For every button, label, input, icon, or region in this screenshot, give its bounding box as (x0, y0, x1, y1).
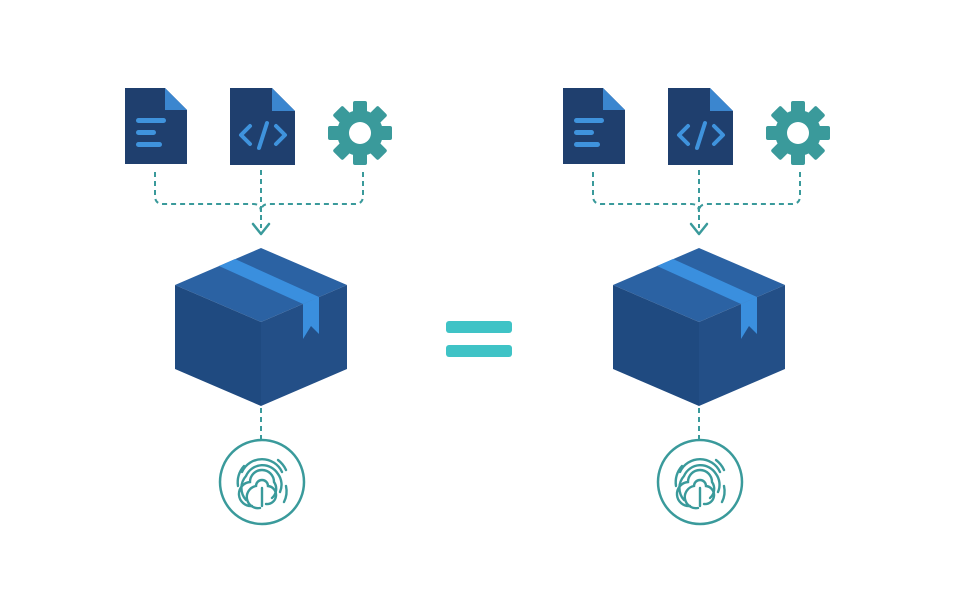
fingerprint-icon (218, 438, 306, 526)
arrow-down-icon (251, 222, 271, 236)
code-file-icon (228, 86, 297, 167)
build-group-right (563, 86, 830, 526)
input-connector-lines (592, 170, 801, 236)
text-document-icon (563, 88, 625, 164)
package-box-icon (175, 248, 347, 406)
package-box-icon (613, 248, 785, 406)
arrow-down-icon (689, 222, 709, 236)
code-file-icon (666, 86, 735, 167)
input-connector-lines (154, 170, 364, 236)
gear-icon (328, 101, 392, 165)
fingerprint-icon (656, 438, 744, 526)
text-document-icon (125, 88, 187, 164)
equals-sign-icon (446, 321, 512, 357)
gear-icon (766, 101, 830, 165)
build-group-left (125, 86, 392, 526)
